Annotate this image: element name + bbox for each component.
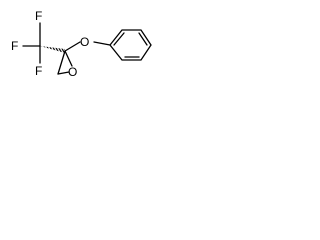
- bond-c2-o-ring: [64, 50, 73, 67]
- phenyl-ring: [109, 29, 152, 61]
- bond-o-phenyl: [93, 41, 111, 46]
- atom-fluorine-bottom: F: [35, 64, 42, 78]
- bond-c2-c3: [57, 50, 66, 75]
- phenyl-double-bond-1: [113, 32, 125, 46]
- bond-c2-o-ether: [64, 41, 81, 52]
- atom-fluorine-left: F: [11, 39, 18, 53]
- atom-oxygen-ether: O: [80, 35, 89, 49]
- phenyl-double-bond-2: [138, 32, 148, 46]
- atom-oxygen-epoxide: O: [68, 65, 77, 79]
- bond-hashed-wedge: [40, 46, 65, 53]
- molecule-structure: F F F O O: [11, 9, 152, 79]
- atom-fluorine-top: F: [35, 9, 42, 23]
- bond-c3-o-ring: [57, 71, 70, 75]
